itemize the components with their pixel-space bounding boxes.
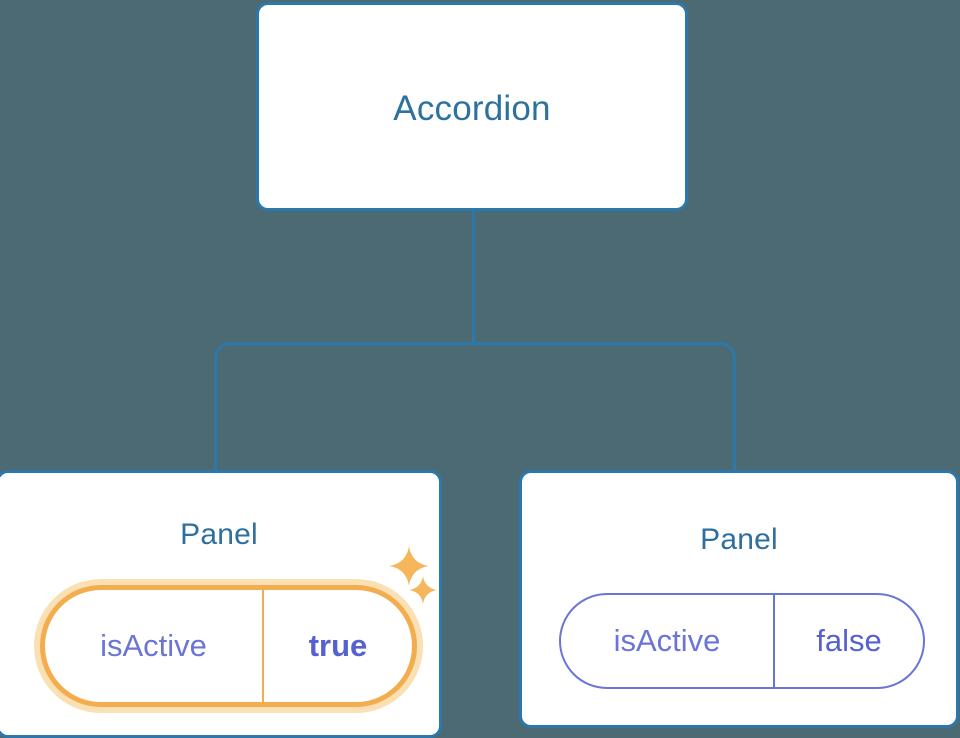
connector-bracket-right [473,342,736,471]
prop-value-label: false [816,623,882,658]
prop-key-label: isActive [561,595,775,687]
connector-bracket-left [214,342,474,471]
prop-pill-isactive-false[interactable]: isActive false [559,593,925,689]
node-panel-inactive-title: Panel [700,523,778,556]
node-panel-active-title: Panel [180,518,258,551]
node-panel-active[interactable]: Panel isActive true [0,470,442,738]
node-accordion-title: Accordion [393,89,551,128]
node-panel-inactive[interactable]: Panel isActive false [519,470,959,728]
node-accordion[interactable]: Accordion [256,2,688,211]
prop-pill-isactive-true[interactable]: isActive true [40,585,417,707]
prop-value-label: true [308,628,368,663]
prop-key-label: isActive [45,590,264,702]
